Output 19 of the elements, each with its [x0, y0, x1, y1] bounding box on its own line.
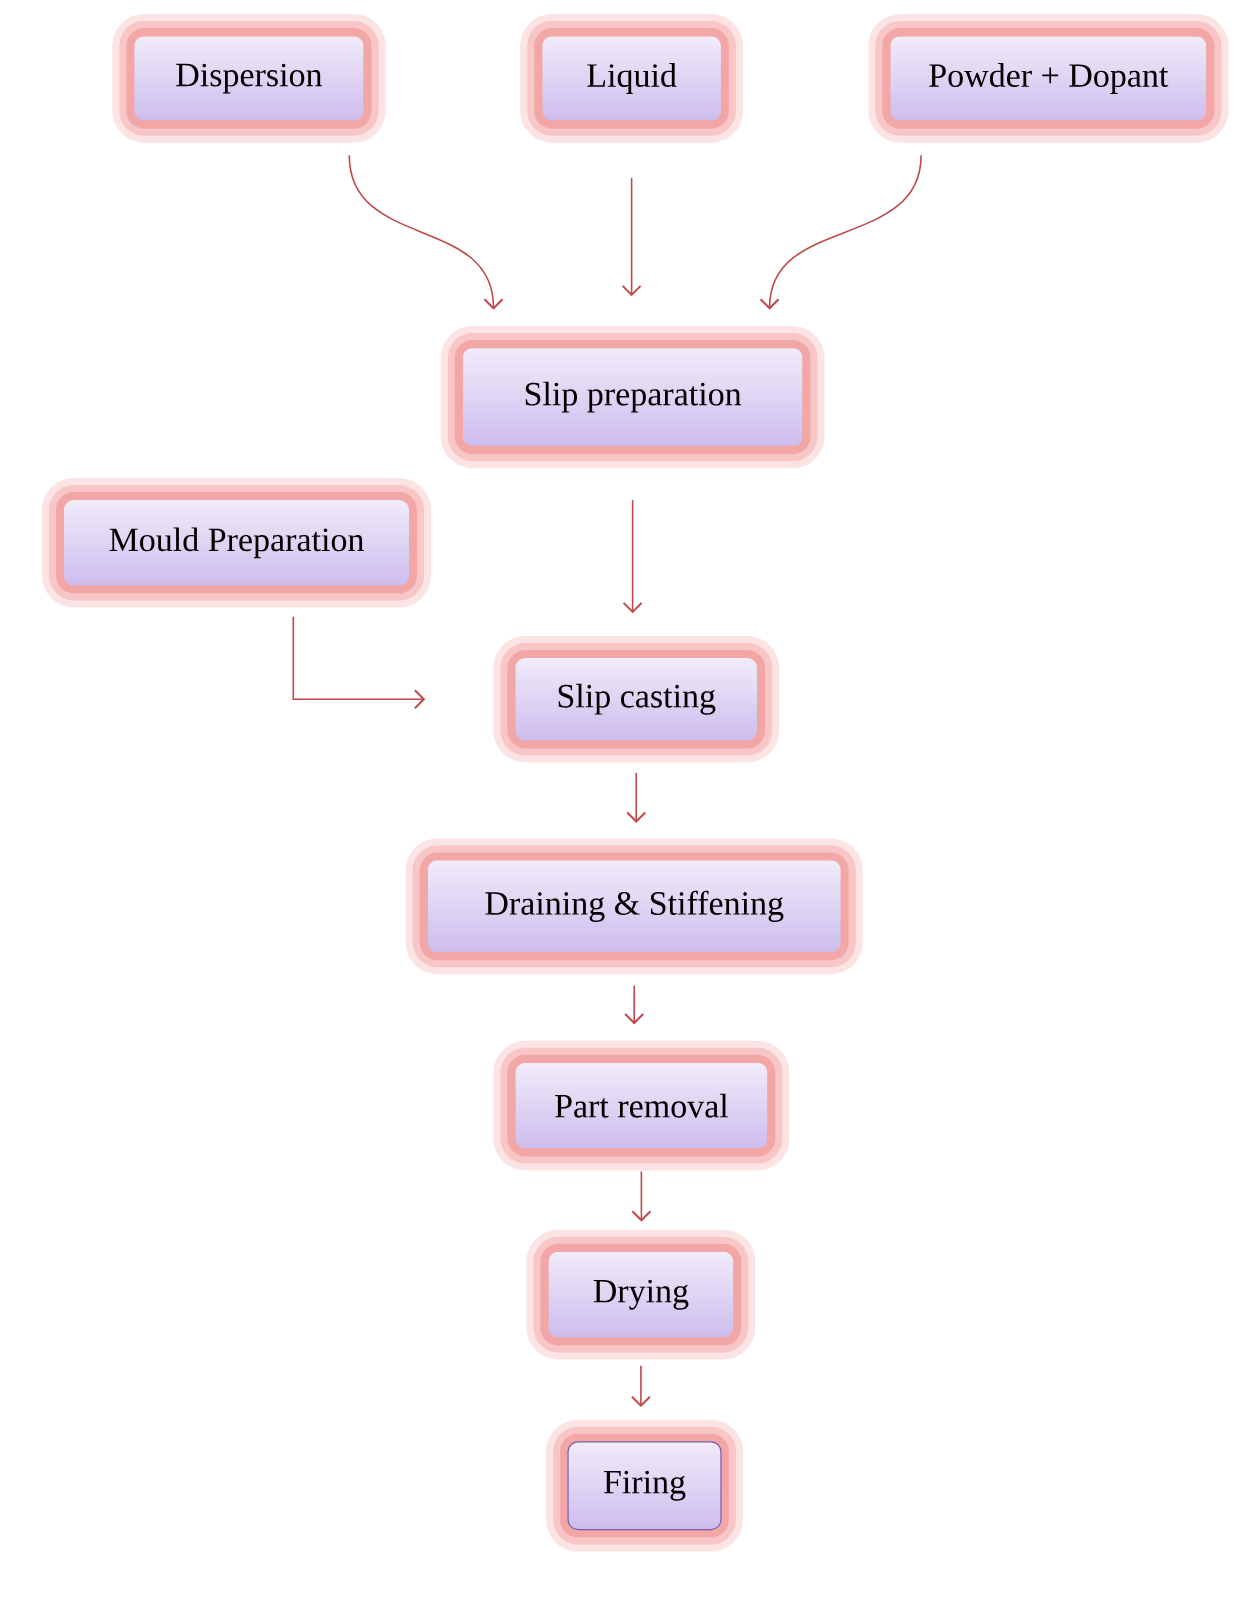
process-box: Part removal [493, 1040, 790, 1171]
process-box: Dispersion [112, 14, 386, 143]
arrow [759, 154, 922, 310]
arrow [621, 177, 642, 297]
arrow [292, 616, 426, 710]
process-box: Slip preparation [440, 326, 825, 469]
process-box: Mould Preparation [42, 477, 431, 608]
process-box: Draining & Stiffening [405, 838, 863, 975]
process-box: Drying [526, 1229, 756, 1360]
process-box: Slip casting [493, 635, 780, 763]
process-box: Liquid [520, 14, 743, 143]
arrow [348, 154, 504, 310]
process-box: Powder + Dopant [868, 14, 1229, 143]
arrow [630, 1364, 651, 1408]
arrow [622, 499, 643, 614]
process-box: Firing [546, 1419, 743, 1552]
arrow [624, 984, 645, 1025]
arrow [631, 1170, 652, 1222]
arrow [626, 771, 647, 823]
